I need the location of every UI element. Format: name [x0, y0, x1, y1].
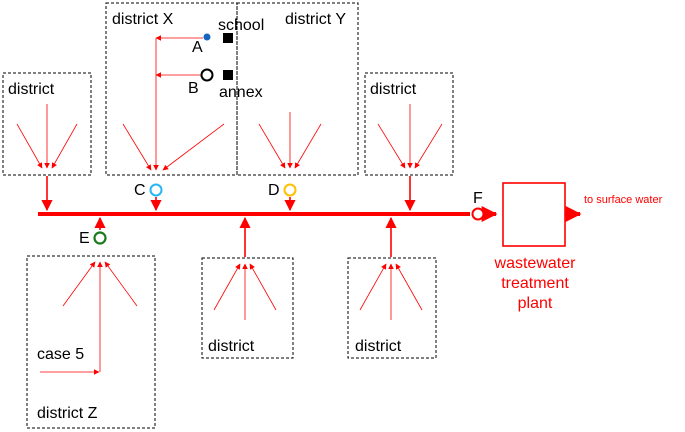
district-label-x: district X [112, 11, 174, 28]
district-box-y [236, 2, 359, 176]
district-box-bottom-right [347, 257, 437, 359]
sample-point-a-marker [203, 33, 211, 41]
district-label-y: district Y [285, 11, 346, 28]
district-label-z: district Z [37, 405, 98, 422]
school-building-icon [223, 33, 233, 43]
sample-point-e-label: E [79, 230, 90, 247]
plant-label-line-3: plant [518, 295, 553, 312]
sample-point-b-label: B [188, 80, 199, 97]
plant-label-line-1: wastewater [494, 255, 577, 272]
sample-point-d-label: D [268, 182, 280, 199]
district-label-top-left: district [8, 81, 55, 98]
district-label-bottom-right: district [355, 338, 402, 355]
sample-point-f-marker [471, 207, 485, 221]
school-label: school [218, 17, 264, 34]
annex-building-icon [223, 70, 233, 80]
annex-label: annex [219, 84, 263, 101]
district-box-bottom-middle [201, 257, 294, 359]
connector-arrows [41, 176, 416, 257]
sample-point-e-marker [93, 231, 107, 245]
outflow-label: to surface water [584, 194, 663, 206]
district-label-bottom-middle: district [208, 338, 255, 355]
plant-label-line-2: treatment [501, 275, 569, 292]
flow-arrows [16, 35, 443, 375]
sample-point-a-label: A [192, 39, 203, 56]
sample-point-c-label: C [134, 182, 146, 199]
case-label: case 5 [37, 346, 84, 363]
district-box-z [26, 255, 156, 429]
sample-point-f-label: F [473, 190, 483, 207]
treatment-plant-box [502, 182, 566, 247]
district-label-top-right: district [370, 81, 417, 98]
sample-point-d-marker [283, 183, 297, 197]
sample-point-c-marker [149, 183, 163, 197]
sample-point-b-marker [200, 68, 214, 82]
